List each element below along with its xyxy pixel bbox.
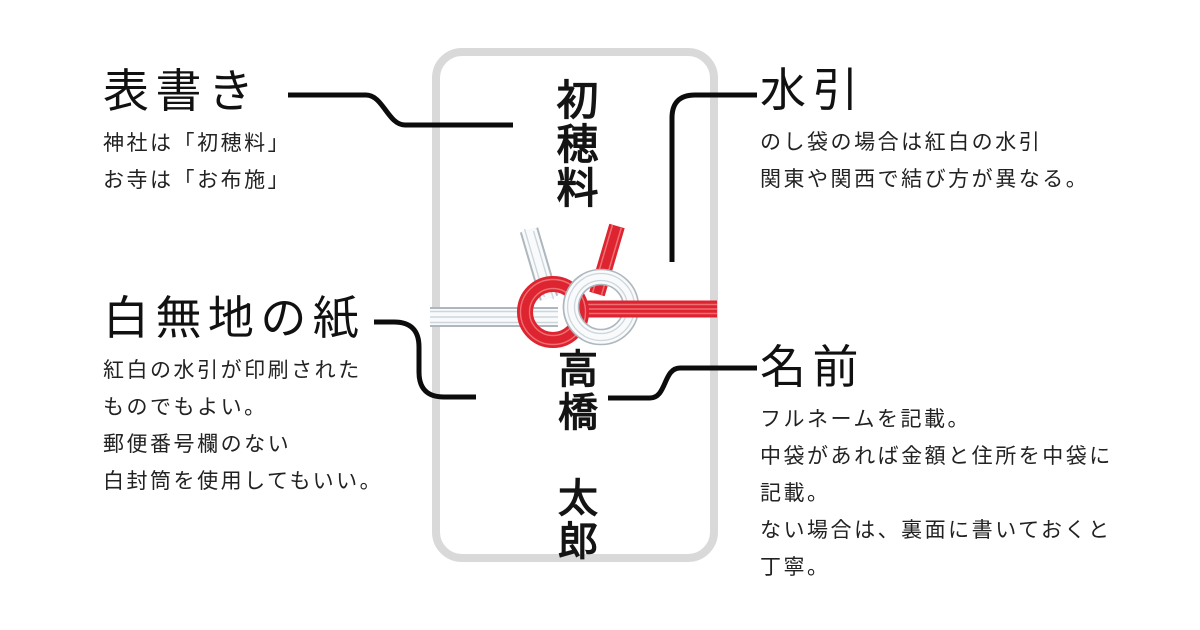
callout-body: フルネームを記載。 中袋があれば金額と住所を中袋に 記載。 ない場合は、裏面に書…: [760, 401, 1113, 586]
callout-body-line: 紅白の水引が印刷された: [103, 358, 362, 382]
callout-shiromuji: 白無地の紙 紅白の水引が印刷された ものでもよい。 郵便番号欄のない 白封筒を使…: [103, 291, 383, 500]
callout-heading: 表書き: [103, 66, 261, 117]
callout-heading: 水引: [760, 65, 865, 116]
callout-body-line: 郵便番号欄のない: [103, 432, 292, 456]
callout-body-line: 中袋があれば金額と住所を中袋に: [760, 444, 1113, 468]
callout-omotegaki: 表書き 神社は「初穂料」 お寺は「お布施」: [103, 64, 291, 199]
callout-body-line: 神社は「初穂料」: [103, 131, 292, 155]
envelope-giver-name: 高橋 太郎: [552, 348, 597, 563]
callout-body-line: お寺は「お布施」: [103, 168, 292, 192]
callout-body-line: ものでもよい。: [103, 395, 268, 419]
callout-body-line: フルネームを記載。: [760, 407, 972, 431]
callout-body-line: 丁寧。: [760, 555, 831, 579]
callout-body: 紅白の水引が印刷された ものでもよい。 郵便番号欄のない 白封筒を使用してもいい…: [103, 352, 383, 500]
callout-heading: 白無地の紙: [103, 293, 366, 344]
callout-body-line: ない場合は、裏面に書いておくと: [760, 518, 1112, 542]
callout-body-line: のし袋の場合は紅白の水引: [760, 130, 1043, 154]
callout-heading: 名前: [760, 342, 865, 393]
callout-body-line: 白封筒を使用してもいい。: [103, 469, 384, 493]
callout-mizuhiki: 水引 のし袋の場合は紅白の水引 関東や関西で結び方が異なる。: [760, 63, 1089, 198]
envelope-front-writing: 初穂料: [550, 78, 596, 210]
callout-body-line: 関東や関西で結び方が異なる。: [760, 167, 1090, 191]
callout-body: 神社は「初穂料」 お寺は「お布施」: [103, 125, 291, 199]
callout-namae: 名前 フルネームを記載。 中袋があれば金額と住所を中袋に 記載。 ない場合は、裏…: [760, 340, 1113, 586]
callout-body-line: 記載。: [760, 481, 831, 505]
callout-body: のし袋の場合は紅白の水引 関東や関西で結び方が異なる。: [760, 124, 1089, 198]
